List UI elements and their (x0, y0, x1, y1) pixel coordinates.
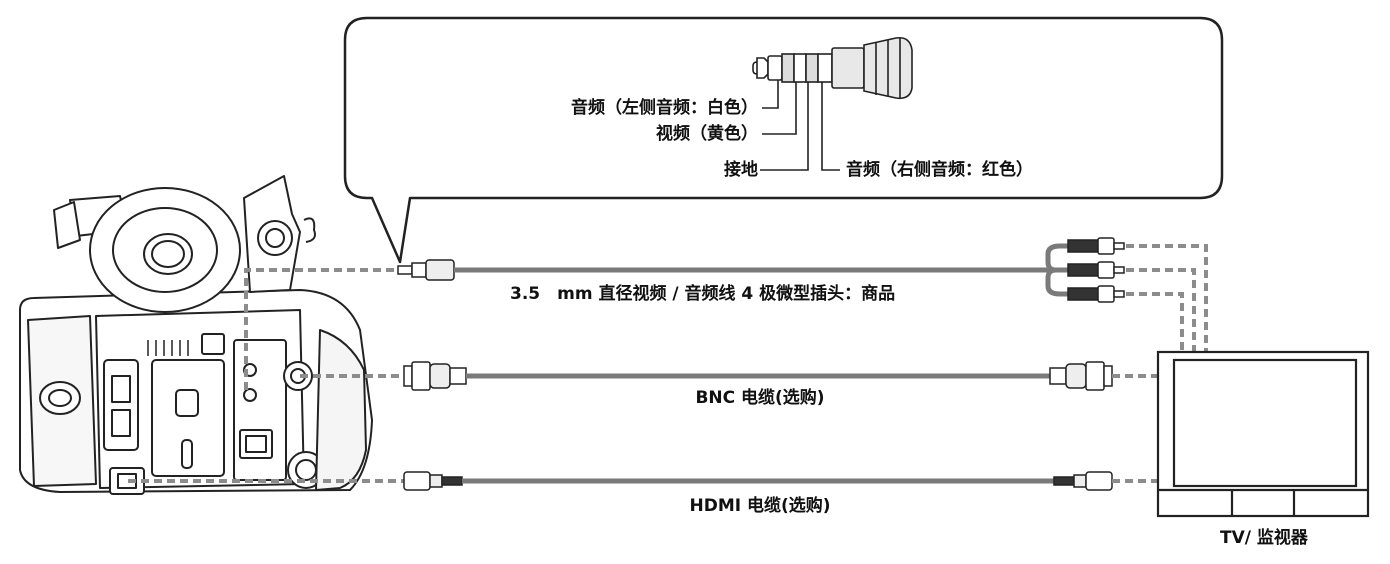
bnc-cable (300, 361, 1160, 391)
tv-monitor-icon (1156, 350, 1370, 518)
av-cable (244, 237, 1208, 390)
plug-label-audio-left: 音频（左侧音频：白色） (571, 98, 758, 118)
plug-label-ground: 接地 (724, 160, 758, 180)
plug-leader-lines (760, 80, 840, 171)
bnc-cable-label: BNC 电缆(选购) (695, 388, 825, 408)
hdmi-cable-label: HDMI 电缆(选购) (689, 496, 831, 516)
plug-label-audio-right: 音频（右侧音频：红色） (846, 160, 1033, 180)
callout-bubble (343, 16, 1224, 264)
camcorder-rear-view (19, 175, 373, 495)
monitor-label: TV/ 监视器 (1220, 528, 1308, 548)
plug-label-video: 视频（黄色） (656, 124, 758, 144)
hdmi-cable (128, 471, 1160, 491)
mini-plug-icon (752, 36, 913, 100)
av-cable-label: 3.5 mm 直径视频 / 音频线 4 极微型插头：商品 (510, 284, 896, 304)
